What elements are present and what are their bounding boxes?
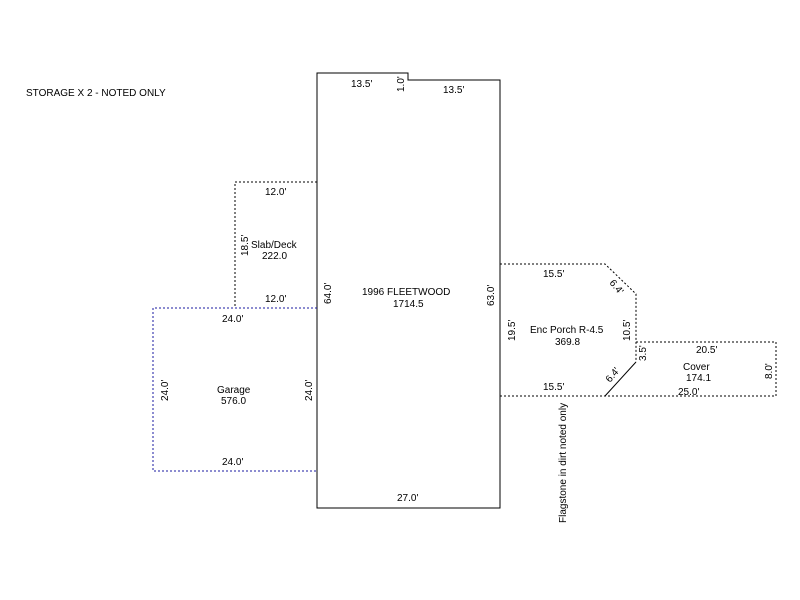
main-house-outline bbox=[316, 72, 501, 509]
dim-slab-bottom: 12.0' bbox=[265, 294, 286, 305]
dim-main-jog: 1.0' bbox=[396, 76, 407, 92]
enc-porch-outline bbox=[500, 263, 637, 362]
dim-slab-top: 12.0' bbox=[265, 187, 286, 198]
slab-area-name: Slab/Deck bbox=[251, 240, 298, 251]
flagstone-note: Flagstone in dirt noted only bbox=[558, 403, 569, 523]
dim-main-top-left: 13.5' bbox=[351, 79, 372, 90]
dim-slab-left: 18.5' bbox=[240, 235, 251, 256]
cover-area-name: Cover bbox=[683, 362, 710, 373]
porch-area-sqft: 369.8 bbox=[555, 337, 580, 348]
dim-cover-bottom: 25.0' bbox=[678, 387, 699, 398]
cover-area-sqft: 174.1 bbox=[686, 373, 711, 384]
dim-main-bottom: 27.0' bbox=[397, 493, 418, 504]
dim-main-top-right: 13.5' bbox=[443, 85, 464, 96]
storage-note: STORAGE X 2 - NOTED ONLY bbox=[26, 88, 166, 99]
dim-cover-top: 20.5' bbox=[696, 345, 717, 356]
main-area-sqft: 1714.5 bbox=[393, 299, 424, 310]
dim-porch-top: 15.5' bbox=[543, 269, 564, 280]
dim-porch-right: 10.5' bbox=[622, 320, 633, 341]
main-area-name: 1996 FLEETWOOD bbox=[362, 287, 450, 298]
dim-porch-diag-bottom: 6.4' bbox=[604, 366, 623, 385]
dim-main-right: 63.0' bbox=[486, 285, 497, 306]
enc-porch-diagonal-edge bbox=[604, 361, 637, 397]
dim-garage-right: 24.0' bbox=[304, 380, 315, 401]
dim-main-left: 64.0' bbox=[323, 283, 334, 304]
dim-cover-left: 3.5' bbox=[638, 345, 649, 361]
slab-area-sqft: 222.0 bbox=[262, 251, 287, 262]
dim-garage-left: 24.0' bbox=[160, 380, 171, 401]
cover-outline bbox=[605, 341, 777, 397]
dim-porch-bottom: 15.5' bbox=[543, 382, 564, 393]
porch-area-name: Enc Porch R-4.5 bbox=[530, 325, 604, 336]
dim-garage-bottom: 24.0' bbox=[222, 457, 243, 468]
garage-outline bbox=[152, 307, 317, 472]
dim-cover-right: 8.0' bbox=[764, 363, 775, 379]
dim-porch-left: 19.5' bbox=[507, 320, 518, 341]
garage-area-name: Garage bbox=[217, 385, 251, 396]
garage-area-sqft: 576.0 bbox=[221, 396, 246, 407]
dim-garage-top: 24.0' bbox=[222, 314, 243, 325]
